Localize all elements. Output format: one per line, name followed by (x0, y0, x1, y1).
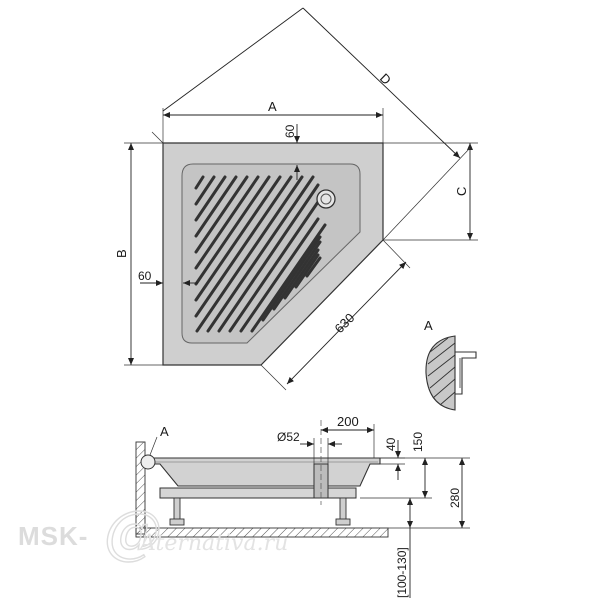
dim-c-label: C (454, 187, 469, 196)
leg-left (173, 497, 181, 521)
leg-right (339, 497, 347, 521)
detail-profile (425, 335, 456, 411)
rim-step-label: 40 (384, 437, 398, 451)
detail-a-label: A (424, 318, 433, 333)
drain-diameter-label: Ø52 (277, 430, 300, 444)
section-a-label: A (160, 424, 169, 439)
section-view: A Ø52 200 40 150 280 [100-130] (135, 414, 470, 598)
watermark-brand: MSK- (18, 521, 88, 551)
plan-view: A B C D 630 60 60 (114, 7, 478, 391)
detail-a: A (424, 318, 477, 411)
rim-left-label: 60 (138, 269, 152, 283)
dim-d-label: D (377, 70, 394, 87)
dim-a-label: A (268, 99, 277, 114)
total-height-label: 280 (448, 488, 462, 508)
drain-inner (320, 193, 332, 205)
watermark-script: Aternativa.ru (138, 531, 288, 556)
watermark: MSK- @ Aternativa.ru (18, 497, 288, 566)
drain-offset-label: 200 (337, 414, 359, 429)
rim-detail-circle (140, 454, 156, 470)
base-frame (159, 487, 357, 499)
watermark-at-logo: @ (104, 498, 162, 566)
dim-b-label: B (114, 249, 129, 258)
rim-top-label: 60 (283, 124, 297, 138)
legs-range-label: [100-130] (395, 547, 409, 598)
floor (135, 527, 389, 538)
detail-flange (455, 351, 477, 395)
drain-depth-label: 150 (411, 432, 425, 452)
dim-630-label: 630 (332, 310, 358, 336)
drain-outer (316, 189, 336, 209)
